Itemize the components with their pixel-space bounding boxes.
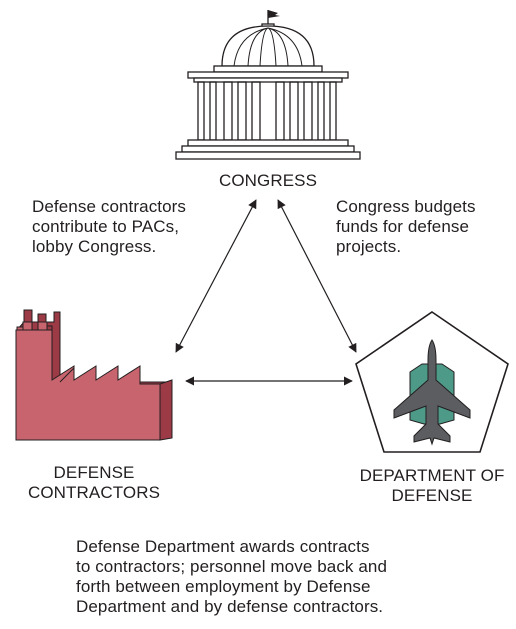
annotation-contractors-to-congress: Defense contractors contribute to PACs, … <box>32 197 186 257</box>
annotation-line: funds for defense <box>336 217 470 236</box>
relationship-arrows <box>175 199 357 386</box>
contractors-label-line: CONTRACTORS <box>27 483 161 502</box>
capitol-building-icon <box>175 10 361 160</box>
annotation-line: Defense Department awards contracts <box>76 537 370 556</box>
dod-label-line: DEFENSE <box>391 486 473 505</box>
annotation-line: Congress budgets <box>336 197 476 216</box>
annotation-line: to contractors; personnel move back and <box>76 557 388 576</box>
annotation-line: Department and by defense contractors. <box>76 597 384 616</box>
annotation-dod-to-contractors: Defense Department awards contracts to c… <box>76 537 387 617</box>
dod-label-line: DEPARTMENT OF <box>359 466 505 485</box>
contractors-label: DEFENSE CONTRACTORS <box>8 463 180 503</box>
annotation-line: Defense contractors <box>32 197 187 216</box>
annotation-line: forth between employment by Defense <box>76 577 371 596</box>
arrow-congress-dod <box>277 199 357 353</box>
dod-label: DEPARTMENT OF DEFENSE <box>352 466 512 506</box>
annotation-line: contribute to PACs, <box>32 217 180 236</box>
factory-icon <box>15 309 173 441</box>
congress-label: CONGRESS <box>218 171 318 190</box>
annotation-line: lobby Congress. <box>32 237 157 256</box>
annotation-congress-to-dod: Congress budgets funds for defense proje… <box>336 197 476 257</box>
arrow-congress-contractors <box>175 199 257 353</box>
contractors-label-line: DEFENSE <box>53 463 135 482</box>
annotation-line: projects. <box>336 237 402 256</box>
fighter-jet-pentagon-icon <box>355 311 509 453</box>
